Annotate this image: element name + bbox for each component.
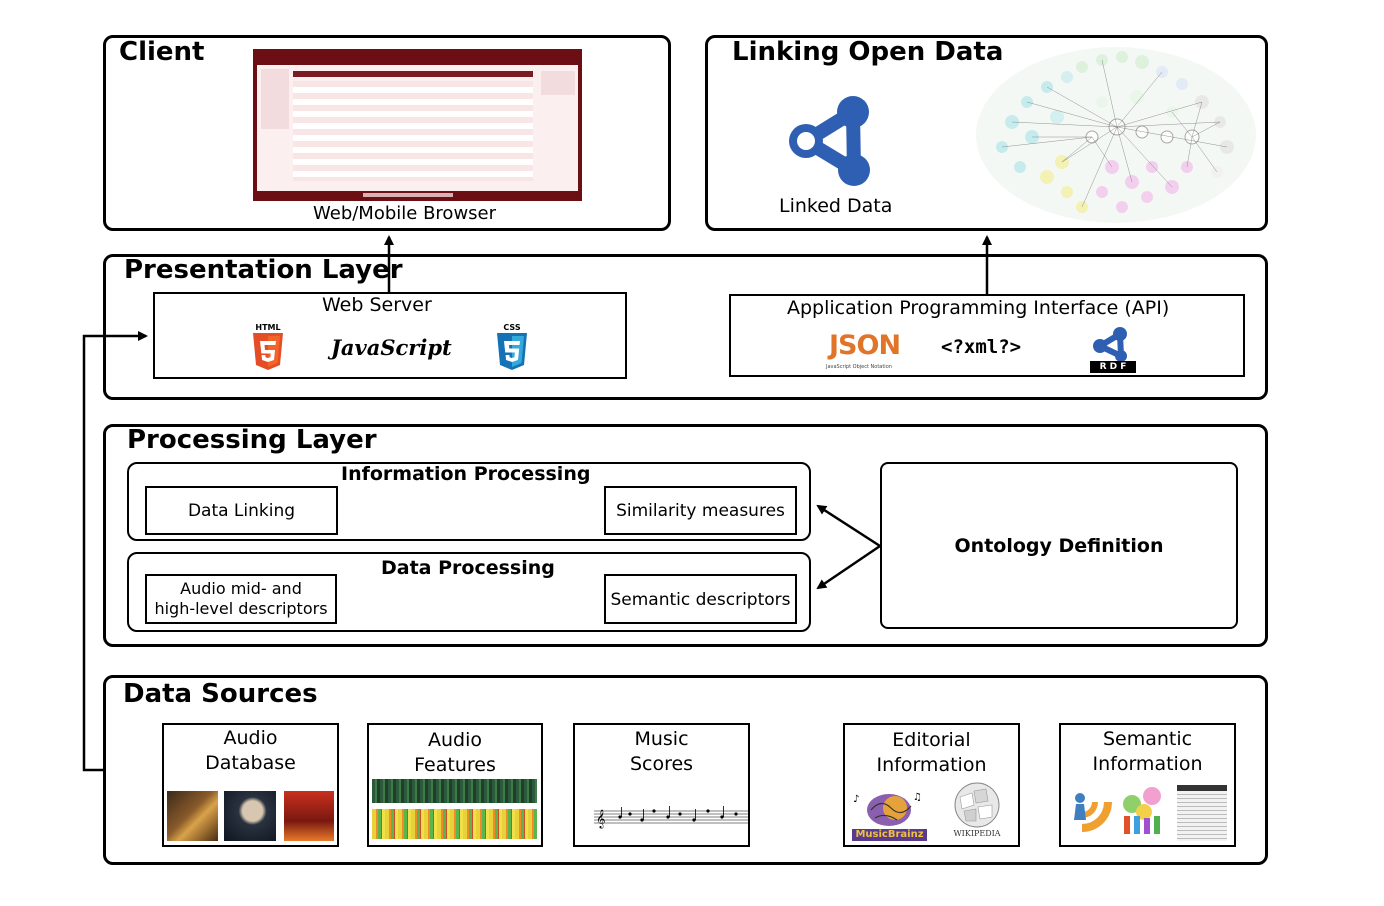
wikipedia-globe-icon (954, 782, 1000, 828)
json-logo: JSON (829, 330, 901, 361)
lod-title: Linking Open Data (732, 37, 1004, 67)
rdf-label: R D F (1090, 361, 1136, 373)
css3-icon (497, 333, 527, 370)
editorial-information-line2: Information (876, 754, 987, 776)
chromagram-image (372, 809, 537, 839)
webpage-thumbnail (1177, 785, 1227, 841)
data-linking-box: Data Linking (145, 486, 338, 535)
web-server-box (153, 292, 627, 379)
audio-features-line1: Audio (427, 729, 482, 751)
audio-database-line1: Audio (223, 727, 278, 749)
similarity-measures-box: Similarity measures (604, 486, 797, 535)
music-score-image: 𝄞 (594, 806, 748, 829)
audio-database-line2: Database (205, 752, 296, 774)
rdf-icon (1090, 326, 1136, 362)
presentation-layer-title: Presentation Layer (124, 255, 403, 285)
api-box (729, 294, 1245, 377)
semantic-descriptors-label: Semantic descriptors (610, 590, 791, 610)
xml-logo: <?xml?> (941, 336, 1022, 358)
browser-screenshot (253, 49, 582, 201)
json-subtitle: JavaScript Object Notation (826, 364, 892, 370)
social-network-icon (1123, 787, 1161, 834)
svg-text:𝄞: 𝄞 (596, 809, 605, 829)
audio-descriptors-line2: high-level descriptors (154, 599, 328, 618)
ontology-definition-box: Ontology Definition (880, 462, 1238, 629)
musicbrainz-label: MusicBrainz (852, 829, 927, 841)
semantic-information-line2: Information (1092, 753, 1203, 775)
api-label: Application Programming Interface (API) (787, 297, 1170, 319)
information-processing-label: Information Processing (341, 463, 591, 485)
svg-text:♪: ♪ (853, 794, 859, 805)
music-scores-line2: Scores (629, 753, 694, 775)
html5-badge: HTML (255, 323, 281, 332)
lod-cloud-image (976, 47, 1256, 223)
audio-features-line2: Features (414, 754, 496, 776)
data-processing-label: Data Processing (381, 557, 555, 579)
similarity-measures-label: Similarity measures (616, 501, 785, 521)
lod-caption: Linked Data (779, 195, 893, 217)
album-cover-2 (224, 791, 276, 841)
svg-text:♫: ♫ (913, 792, 922, 803)
data-linking-label: Data Linking (187, 501, 296, 521)
audio-descriptors-line1: Audio mid- and (180, 579, 302, 598)
audio-descriptors-box: Audio mid- and high-level descriptors (145, 574, 337, 624)
album-cover-1 (167, 791, 218, 841)
rss-person-icon (1074, 793, 1112, 832)
client-title: Client (119, 37, 205, 67)
html5-icon (253, 333, 283, 370)
spectrogram-image (372, 779, 537, 803)
semantic-descriptors-box: Semantic descriptors (604, 574, 797, 624)
music-scores-box: Music Scores (573, 723, 750, 847)
processing-layer-title: Processing Layer (127, 425, 377, 455)
javascript-label: JavaScript (331, 335, 452, 360)
web-server-label: Web Server (322, 294, 432, 316)
linked-data-icon (789, 96, 870, 186)
ontology-definition-label: Ontology Definition (954, 535, 1164, 557)
editorial-information-line1: Editorial (892, 729, 971, 751)
album-cover-3 (284, 791, 334, 841)
music-scores-line1: Music (634, 728, 689, 750)
wikipedia-label: WIKIPEDIA (953, 829, 1001, 838)
data-sources-title: Data Sources (123, 679, 318, 709)
semantic-information-line1: Semantic (1102, 728, 1193, 750)
client-caption: Web/Mobile Browser (313, 203, 497, 224)
css3-badge: CSS (503, 323, 521, 332)
editorial-information-box: Editorial Information (843, 723, 1020, 847)
musicbrainz-icon: ♪ ♫ (853, 792, 922, 826)
